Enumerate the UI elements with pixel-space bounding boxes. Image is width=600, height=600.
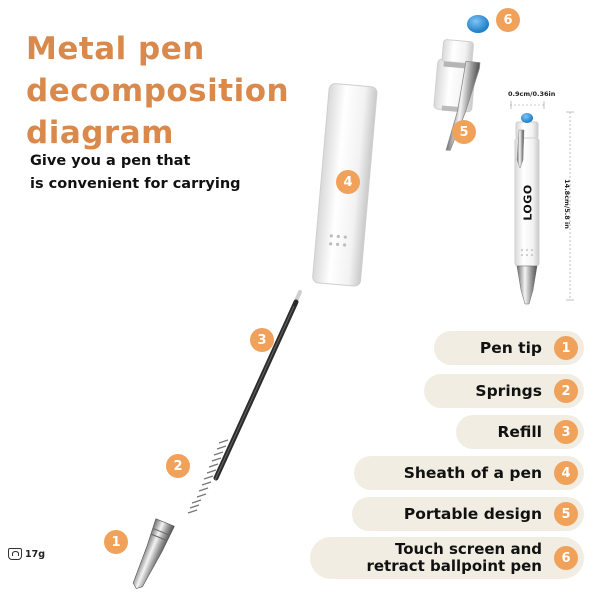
pen-refill [213, 290, 302, 481]
callout-6: 6 [496, 8, 520, 32]
subtitle-line-2: is convenient for carrying [30, 176, 241, 192]
weight-value: 17g [25, 548, 46, 560]
legend-item-touch-screen: Touch screen and retract ballpoint pen 6 [310, 537, 584, 579]
legend-label-line-2: retract ballpoint pen [366, 557, 542, 575]
title-line-2: decomposition [26, 73, 290, 109]
title-line-1: Metal pen [26, 31, 205, 67]
legend-label: Portable design [403, 504, 542, 523]
legend-item-portable-design: Portable design 5 [352, 497, 584, 531]
legend-label: Touch screen and retract ballpoint pen [366, 541, 542, 575]
length-dimension-label: 14.8cm/5.8 in [562, 179, 571, 229]
legend-label: Springs [475, 381, 542, 400]
stylus-tip [467, 15, 489, 33]
legend-badge: 6 [554, 546, 578, 570]
legend-badge: 2 [554, 379, 578, 403]
callout-5: 5 [452, 120, 476, 144]
title-line-3: diagram [26, 115, 174, 151]
pen-spring [187, 439, 229, 514]
legend-badge: 4 [554, 461, 578, 485]
weight-indicator: 17g [8, 548, 45, 560]
legend-label-line-1: Touch screen and [394, 540, 542, 558]
callout-4: 4 [336, 170, 360, 194]
subtitle: Give you a pen that is convenient for ca… [30, 150, 330, 196]
legend-item-refill: Refill 3 [456, 415, 584, 449]
legend-badge: 5 [554, 502, 578, 526]
legend-badge: 3 [554, 420, 578, 444]
pen-tip [132, 518, 175, 589]
page-title: Metal pen decomposition diagram [26, 28, 356, 154]
legend-badge: 1 [554, 336, 578, 360]
callout-3: 3 [250, 328, 274, 352]
callout-2: 2 [166, 454, 190, 478]
legend-label: Refill [497, 422, 542, 441]
scale-icon [8, 548, 22, 560]
legend-item-pen-tip: Pen tip 1 [434, 331, 584, 365]
assembled-pen-preview [510, 101, 574, 305]
logo-text: LOGO [521, 184, 535, 221]
callout-1: 1 [104, 530, 128, 554]
width-dimension-label: 0.9cm/0.36in [508, 90, 556, 98]
legend-label: Pen tip [479, 338, 542, 357]
legend-item-springs: Springs 2 [424, 374, 584, 408]
subtitle-line-1: Give you a pen that [30, 153, 191, 169]
legend-item-sheath: Sheath of a pen 4 [354, 456, 584, 490]
legend-label: Sheath of a pen [403, 463, 542, 482]
